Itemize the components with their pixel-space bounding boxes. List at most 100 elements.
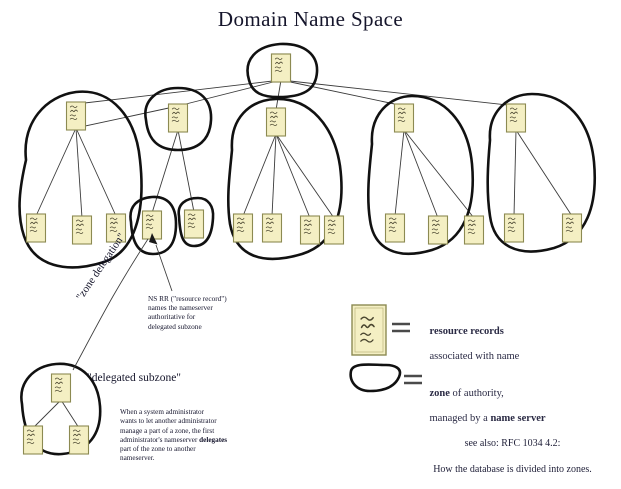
zone-internal-edge: [275, 133, 311, 219]
legend-zone-line2-pre: managed by a: [429, 412, 491, 424]
zone-boundary-zone-small-upper: [144, 86, 213, 152]
resource-record-box: [323, 215, 345, 245]
resource-record-box: [25, 213, 47, 243]
record-box-fill: [299, 215, 321, 245]
delegated-subzone-label: "delegated subzone": [87, 372, 182, 384]
zone-internal-edge: [271, 133, 277, 217]
legend-rr-line2: associated with name: [429, 350, 520, 362]
resource-record-box: [393, 103, 415, 133]
resource-record-box: [50, 373, 72, 403]
zone-internal-edge: [35, 127, 77, 217]
zone-boundary-zone-right: [366, 94, 474, 255]
cross-edge: [151, 129, 179, 214]
record-box-fill: [167, 103, 189, 133]
ns-rr-annotation: NS RR ("resource record") names the name…: [148, 294, 227, 331]
zone-internal-edge: [75, 127, 117, 217]
record-box-fill: [22, 425, 44, 455]
zone-boundary-zone-delegating: [129, 195, 178, 256]
record-box-fill: [25, 213, 47, 243]
resource-record-box: [261, 213, 283, 243]
legend-record-icon: [351, 304, 410, 356]
record-box-fill: [71, 215, 93, 245]
ns-rr-leader-line: [155, 244, 173, 292]
record-box-fill: [65, 101, 87, 131]
resource-record-box: [183, 209, 205, 239]
paragraph-line: When a system administrator: [120, 408, 205, 416]
record-box-fill: [50, 373, 72, 403]
legend-zone-rest: of authority,: [449, 387, 504, 399]
zone-boundary-zone-far-right: [486, 92, 596, 253]
zone-internal-edge: [403, 129, 475, 219]
paragraph-line: part of the zone to another: [120, 445, 196, 454]
tree-edges: [32, 79, 573, 429]
resource-record-box: [68, 425, 90, 455]
zone-internal-edge: [515, 129, 573, 217]
footer-reference: see also: RFC 1034 4.2: How the database…: [400, 424, 615, 489]
record-box-fill: [505, 103, 527, 133]
resource-record-box: [65, 101, 87, 131]
zone-boundary-zone-subzone-right: [177, 196, 215, 248]
legend-zone-label: zone of authority, managed by a name ser…: [419, 375, 546, 438]
legend-name-server: name server: [490, 412, 546, 424]
zone-internal-edge: [242, 133, 277, 217]
zone-internal-edge: [394, 129, 405, 217]
resource-record-box: [22, 425, 44, 455]
record-box-fill: [384, 213, 406, 243]
legend-rr-line1: resource records: [429, 325, 504, 337]
resource-record-box: [232, 213, 254, 243]
resource-record-box: [561, 213, 583, 243]
resource-record-box: [427, 215, 449, 245]
zone-internal-edge: [403, 129, 439, 219]
record-box-fill: [463, 215, 485, 245]
paragraph-line: manage a part of a zone, the first: [120, 426, 215, 435]
resource-record-box: [503, 213, 525, 243]
root-edge: [275, 79, 282, 111]
paragraph-line: nameserver.: [120, 454, 155, 463]
footer-line1: see also: RFC 1034 4.2:: [464, 438, 561, 449]
zone-boundaries: [18, 42, 596, 456]
root-edge: [280, 79, 517, 107]
zone-internal-edge: [32, 399, 62, 429]
legend-resource-records-label: resource records associated with name: [419, 313, 520, 376]
record-box-fill: [323, 215, 345, 245]
record-box-fill: [393, 103, 415, 133]
resource-record-box: [270, 53, 292, 83]
record-box-fill: [265, 107, 287, 137]
resource-record-nodes: [22, 53, 583, 455]
resource-record-box: [299, 215, 321, 245]
record-box-fill: [105, 213, 127, 243]
resource-record-box: [167, 103, 189, 133]
paragraph-line: administrator's nameserver delegates: [120, 435, 228, 444]
ns-rr-arrowhead: [149, 233, 158, 245]
root-edge: [280, 79, 405, 107]
annotation-leaders: [72, 233, 173, 371]
zone-internal-edge: [275, 133, 335, 219]
resource-record-box: [384, 213, 406, 243]
record-box-fill: [232, 213, 254, 243]
legend-zone-word: zone: [429, 387, 450, 399]
resource-record-box: [265, 107, 287, 137]
zone-boundary-zone-left: [18, 90, 143, 269]
legend-zone-icon: [349, 363, 422, 393]
zone-delegation-link: [72, 238, 149, 371]
zone-internal-edge: [513, 129, 517, 217]
record-box-fill: [561, 213, 583, 243]
root-edge: [177, 79, 282, 107]
resource-record-box: [71, 215, 93, 245]
zone-boundary-zone-root: [246, 42, 319, 99]
record-box-fill: [427, 215, 449, 245]
record-box-fill: [261, 213, 283, 243]
record-box-fill: [183, 209, 205, 239]
record-box-fill: [503, 213, 525, 243]
zone-internal-edge: [60, 399, 80, 429]
page-title: Domain Name Space: [217, 7, 404, 31]
resource-record-box: [505, 103, 527, 133]
resource-record-box: [463, 215, 485, 245]
paragraph-line: wants to let another administrator: [120, 417, 217, 426]
record-box-fill: [270, 53, 292, 83]
zone-internal-edge: [75, 127, 83, 219]
footer-line2: How the database is divided into zones.: [433, 464, 592, 475]
